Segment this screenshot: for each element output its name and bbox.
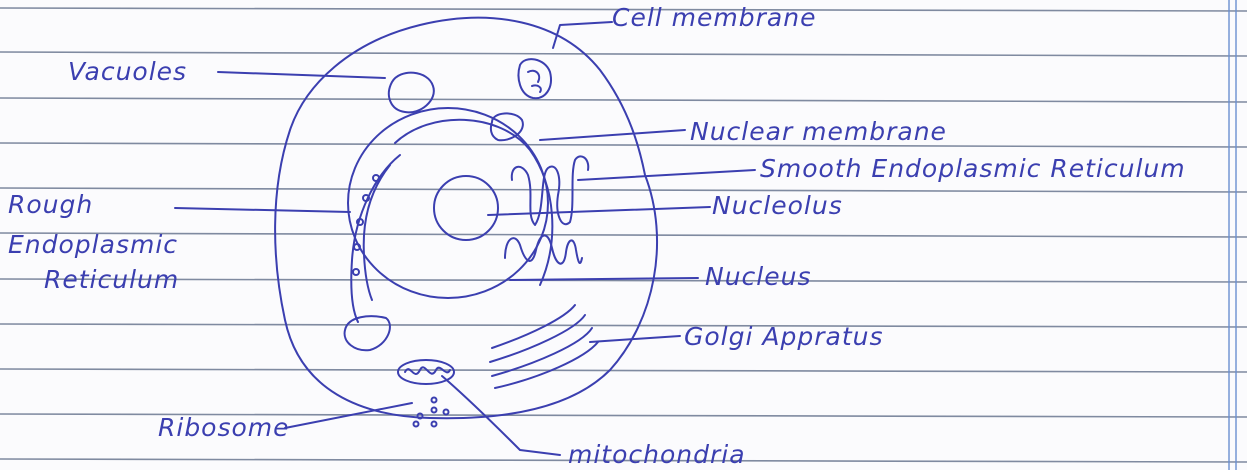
- leader-rough-er: [175, 208, 350, 212]
- label-cell-membrane: Cell membrane: [612, 3, 816, 32]
- ribosome-dot: [444, 410, 449, 415]
- leader-nuclear-membrane: [540, 130, 685, 140]
- ribosome-dot: [432, 398, 437, 403]
- ruled-line: [0, 188, 1247, 192]
- golgi-stack: [492, 328, 592, 376]
- vacuole-shape: [519, 59, 551, 98]
- smooth-er-shape: [505, 235, 582, 263]
- ribosome-dot: [432, 422, 437, 427]
- ribosome-cluster: [414, 398, 449, 427]
- ruled-line: [0, 233, 1247, 237]
- ribosome-dot: [353, 269, 359, 275]
- ribosome-dot: [432, 408, 437, 413]
- ruled-line: [0, 324, 1247, 327]
- label-nuclear-membrane: Nuclear membrane: [690, 117, 947, 146]
- vacuole-detail: [528, 71, 539, 82]
- golgi-stack: [495, 342, 598, 388]
- label-mitochondria: mitochondria: [568, 440, 746, 469]
- label-smooth-er: Smooth Endoplasmic Reticulum: [760, 154, 1186, 183]
- cell-membrane-outline: [275, 18, 657, 419]
- label-vacuoles: Vacuoles: [68, 57, 187, 86]
- leader-vacuoles: [218, 72, 385, 78]
- label-endoplasmic: Endoplasmic: [8, 230, 178, 259]
- ruled-line: [0, 52, 1247, 56]
- ribosome-dot: [363, 195, 369, 201]
- leader-cell-membrane: [553, 22, 612, 48]
- ribosome-dot: [414, 422, 419, 427]
- label-ribosome: Ribosome: [158, 413, 290, 442]
- ribosome-dot: [357, 219, 363, 225]
- nucleus-shape: [348, 108, 548, 298]
- leader-smooth-er: [578, 170, 755, 180]
- ruled-line: [0, 143, 1247, 147]
- leader-nucleolus: [488, 207, 710, 215]
- label-nucleus: Nucleus: [705, 262, 812, 291]
- nucleolus-shape: [434, 176, 498, 240]
- vesicle-shape: [345, 316, 390, 350]
- margin-lines: [1229, 0, 1236, 470]
- ribosome-dot: [373, 175, 379, 181]
- vacuole-shape: [389, 73, 434, 113]
- vacuole-detail: [532, 85, 541, 92]
- mitochondria-cristae: [405, 367, 450, 374]
- golgi-stack: [490, 315, 585, 362]
- leader-golgi: [590, 336, 680, 342]
- ribosome-dot: [418, 414, 423, 419]
- label-golgi: Golgi Appratus: [684, 322, 884, 351]
- label-reticulum: Reticulum: [44, 265, 179, 294]
- ribosome-dot: [354, 244, 360, 250]
- label-nucleolus: Nucleolus: [712, 191, 843, 220]
- label-rough: Rough: [8, 190, 93, 219]
- ruled-line: [0, 98, 1247, 102]
- golgi-stack: [492, 305, 575, 348]
- leader-nucleus: [510, 278, 698, 280]
- leader-lines: [175, 22, 755, 455]
- ruled-line: [0, 369, 1247, 372]
